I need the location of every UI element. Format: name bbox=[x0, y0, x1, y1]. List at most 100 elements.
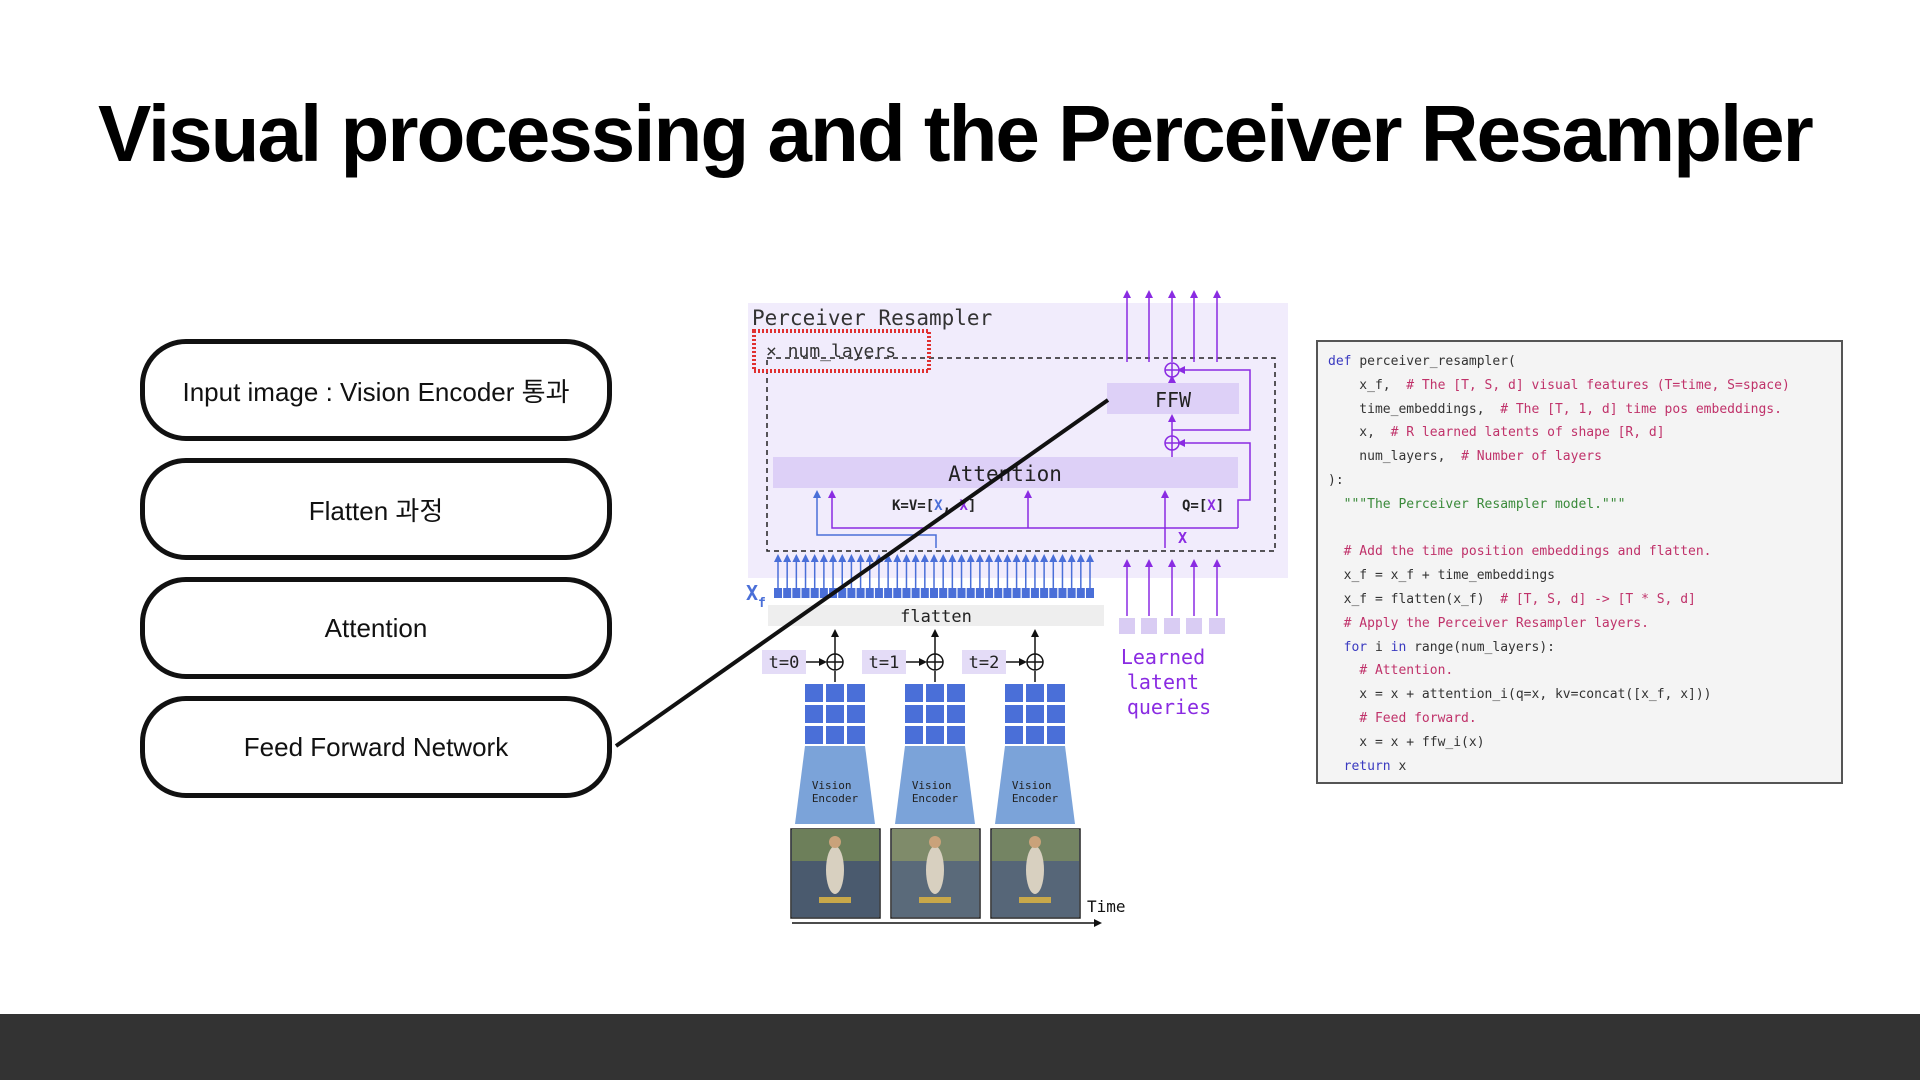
vision-encoder-label: Vision Encoder bbox=[812, 779, 859, 805]
code-line: num_layers, # Number of layers bbox=[1328, 445, 1831, 469]
xf-token bbox=[856, 588, 865, 598]
output-arrows bbox=[1123, 290, 1221, 362]
vision-encoder-label: Vision Encoder bbox=[1012, 779, 1059, 805]
code-token: x_f = x_f + time_embeddings bbox=[1328, 568, 1555, 584]
code-token bbox=[1328, 640, 1344, 655]
code-token: x = x + ffw_i(x) bbox=[1328, 734, 1485, 750]
code-token: num_layers, bbox=[1328, 449, 1462, 465]
vision-encoder bbox=[795, 746, 875, 824]
code-token: x = x + attention_i(q=x, kv=concat([x_f,… bbox=[1328, 687, 1712, 703]
add-time-embedding-icon bbox=[826, 653, 844, 671]
time-step-badge bbox=[862, 650, 906, 674]
code-line: # Apply the Perceiver Resampler layers. bbox=[1328, 612, 1831, 636]
code-token: # Add the time position embeddings and f… bbox=[1343, 544, 1712, 560]
visual-feature-grid bbox=[805, 684, 865, 744]
xf-token bbox=[801, 588, 810, 598]
footer-bar bbox=[0, 1014, 1920, 1080]
code-line: x = x + attention_i(q=x, kv=concat([x_f,… bbox=[1328, 683, 1831, 707]
time-step-label: t=1 bbox=[869, 653, 900, 673]
code-line: x_f = x_f + time_embeddings bbox=[1328, 564, 1831, 588]
xf-token bbox=[1030, 588, 1039, 598]
q-label: Q=[X] bbox=[1182, 498, 1224, 514]
code-token: # Apply the Perceiver Resampler layers. bbox=[1343, 615, 1649, 631]
time-label: Time bbox=[1087, 897, 1126, 916]
code-token: # Attention. bbox=[1359, 663, 1454, 679]
xf-token bbox=[975, 588, 984, 598]
code-line: x_f, # The [T, S, d] visual features (T=… bbox=[1328, 374, 1831, 398]
kv-label: K=V=[X, X] bbox=[892, 498, 976, 514]
step-attention: Attention bbox=[140, 577, 612, 679]
xf-token bbox=[819, 588, 828, 598]
code-line: def perceiver_resampler( bbox=[1328, 350, 1831, 374]
step-label: Feed Forward Network bbox=[243, 731, 509, 762]
code-token: ): bbox=[1328, 472, 1344, 488]
time-step-label: t=0 bbox=[769, 653, 800, 673]
xf-token bbox=[1012, 588, 1021, 598]
xf-label: Xf bbox=[746, 581, 766, 611]
code-line: x, # R learned latents of shape [R, d] bbox=[1328, 421, 1831, 445]
code-token: i bbox=[1374, 639, 1391, 655]
code-line: return x bbox=[1328, 755, 1831, 779]
code-line: x = x + ffw_i(x) bbox=[1328, 731, 1831, 755]
xf-token bbox=[994, 588, 1003, 598]
visual-feature-grid bbox=[905, 684, 965, 744]
time-step-badge bbox=[962, 650, 1006, 674]
attention-routing bbox=[813, 362, 1251, 548]
code-line: time_embeddings, # The [T, 1, d] time po… bbox=[1328, 398, 1831, 422]
layer-dashed-box bbox=[766, 357, 1276, 552]
code-line: x_f = flatten(x_f) # [T, S, d] -> [T * S… bbox=[1328, 588, 1831, 612]
learned-queries-arrows bbox=[1123, 559, 1221, 616]
xf-token bbox=[893, 588, 902, 598]
ffw-block bbox=[1107, 383, 1239, 414]
xf-token bbox=[847, 588, 856, 598]
vision-encoder-label: Vision Encoder bbox=[912, 779, 959, 805]
step-label: Flatten 과정 bbox=[308, 495, 444, 526]
xf-token bbox=[1049, 588, 1058, 598]
learned-queries-label: Learned latent queries bbox=[1121, 645, 1217, 719]
code-token bbox=[1328, 663, 1359, 678]
video-frame-thumbnail bbox=[790, 828, 881, 919]
code-token bbox=[1328, 759, 1344, 774]
time-step-column: t=2 Vision Encoder bbox=[962, 629, 1081, 919]
code-line: ): bbox=[1328, 469, 1831, 493]
xf-token bbox=[810, 588, 819, 598]
code-token: # [T, S, d] -> [T * S, d] bbox=[1500, 591, 1696, 607]
code-token bbox=[1328, 711, 1359, 726]
feature-arrows bbox=[774, 554, 1094, 588]
num-layers-label: × num_layers bbox=[766, 341, 896, 362]
code-token: # Feed forward. bbox=[1359, 710, 1477, 726]
flatten-bar bbox=[768, 605, 1104, 626]
step-input-image: Input image : Vision Encoder 통과 bbox=[140, 339, 612, 441]
attention-label: Attention bbox=[948, 462, 1062, 486]
step-ffn: Feed Forward Network bbox=[140, 696, 612, 798]
add-time-embedding-icon bbox=[926, 653, 944, 671]
ffn-connector-line bbox=[614, 398, 1110, 748]
xf-token bbox=[902, 588, 911, 598]
xf-token bbox=[1067, 588, 1076, 598]
resampler-title: Perceiver Resampler bbox=[752, 306, 992, 330]
xf-token bbox=[966, 588, 975, 598]
xf-token bbox=[874, 588, 883, 598]
time-step-column: t=0 Vision Encoder bbox=[762, 629, 881, 919]
step-label: Attention bbox=[324, 612, 428, 643]
code-token: return bbox=[1343, 758, 1399, 774]
code-token bbox=[1328, 497, 1344, 512]
flatten-label: flatten bbox=[900, 607, 972, 627]
code-token: # The [T, S, d] visual features (T=time,… bbox=[1406, 377, 1790, 393]
xf-token bbox=[948, 588, 957, 598]
xf-token bbox=[911, 588, 920, 598]
code-token: time_embeddings, bbox=[1328, 401, 1501, 417]
code-token: x bbox=[1398, 758, 1407, 774]
xf-token bbox=[1076, 588, 1085, 598]
xf-token bbox=[792, 588, 801, 598]
xf-token bbox=[774, 588, 782, 598]
xf-token bbox=[930, 588, 938, 598]
ffw-label: FFW bbox=[1155, 388, 1192, 412]
video-frame-thumbnail bbox=[990, 828, 1081, 919]
xf-token-strip bbox=[774, 588, 1094, 598]
xf-token bbox=[783, 588, 792, 598]
time-step-label: t=2 bbox=[969, 653, 1000, 673]
xf-token bbox=[1021, 588, 1030, 598]
code-token bbox=[1328, 616, 1344, 631]
code-token: in bbox=[1390, 639, 1415, 655]
